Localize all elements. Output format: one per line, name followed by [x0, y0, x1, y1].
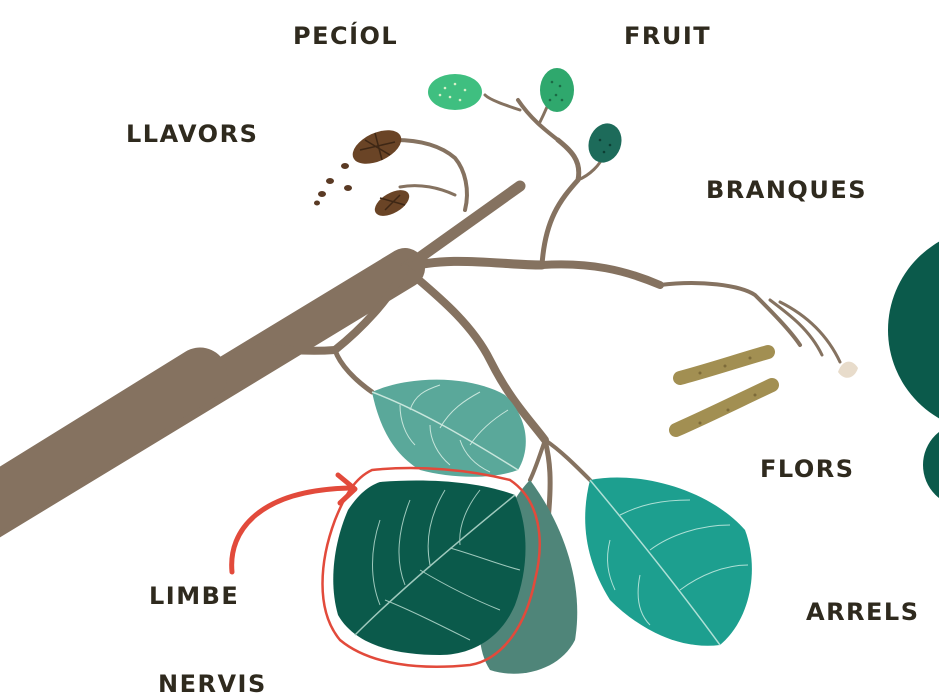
fruit-icon: [428, 68, 627, 167]
catkin-icon: [676, 352, 858, 430]
label-limbe: LIMBE: [149, 584, 239, 608]
label-flors: FLORS: [760, 457, 855, 481]
label-llavors: LLAVORS: [126, 122, 258, 146]
side-shape-small: [923, 423, 939, 507]
label-arrels: ARRELS: [806, 600, 920, 624]
label-peciol: PECÍOL: [293, 24, 398, 48]
label-branques: BRANQUES: [706, 178, 867, 202]
side-shape-large: [888, 228, 939, 432]
label-fruit: FRUIT: [624, 24, 711, 48]
label-nervis: NERVIS: [158, 672, 267, 696]
cone-icon: [314, 123, 413, 221]
